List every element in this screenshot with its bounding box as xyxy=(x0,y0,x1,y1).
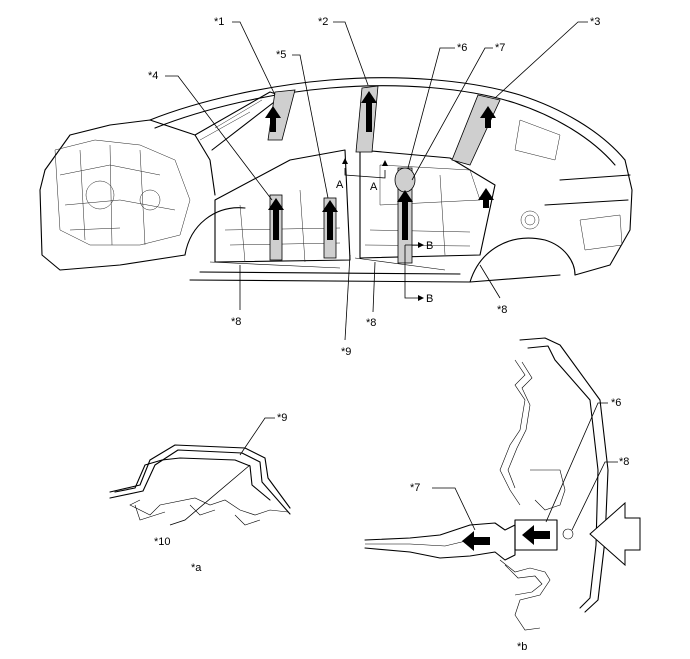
view-b-label: *b xyxy=(517,641,527,653)
callout-9-label-detail: *9 xyxy=(277,412,287,424)
callout-7-label-detail: *7 xyxy=(410,482,420,494)
detail-view-a xyxy=(109,417,291,526)
callout-10-label: *10 xyxy=(154,536,171,548)
callout-6-label: *6 xyxy=(457,42,467,54)
section-b-label-top: B xyxy=(426,240,433,252)
callout-8-label-rear: *8 xyxy=(497,304,507,316)
callout-2-label: *2 xyxy=(318,16,328,28)
callout-8-label-center: *8 xyxy=(366,317,376,329)
callout-7-label: *7 xyxy=(495,42,505,54)
callout-9-label-main: *9 xyxy=(341,346,351,358)
callout-1-label: *1 xyxy=(214,16,224,28)
detail-view-b xyxy=(364,337,641,631)
section-b-label-bottom: B xyxy=(426,293,433,305)
section-a-label-left: A xyxy=(336,179,344,191)
callout-6-label-detail: *6 xyxy=(611,397,621,409)
callout-3-label: *3 xyxy=(590,16,600,28)
callout-8-label-detail: *8 xyxy=(619,456,629,468)
section-a-marker: A A xyxy=(336,158,388,193)
callout-5-label: *5 xyxy=(276,49,286,61)
callout-4-label: *4 xyxy=(148,70,158,82)
callout-8-label-front: *8 xyxy=(231,316,241,328)
foam-fill-arrows xyxy=(265,91,496,240)
section-a-label-right: A xyxy=(370,181,378,193)
callout-leaders xyxy=(165,21,588,341)
section-b-marker: B B xyxy=(404,240,433,305)
view-a-label: *a xyxy=(191,562,202,574)
